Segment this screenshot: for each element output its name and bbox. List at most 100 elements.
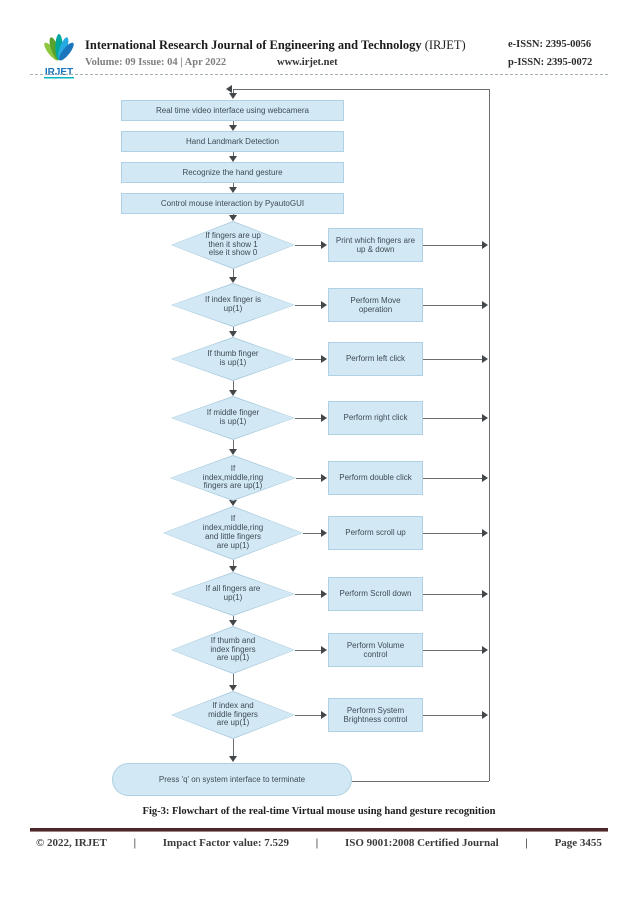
action-box: Perform Volume control	[328, 633, 423, 667]
decision-label: If all fingers are up(1)	[205, 584, 261, 602]
decision-diamond: If index finger is up(1)	[171, 283, 295, 327]
arrowhead-right-icon	[482, 241, 488, 249]
p-issn: p-ISSN: 2395-0072	[508, 57, 593, 68]
footer-separator: |	[133, 837, 137, 849]
connector-line	[233, 616, 234, 621]
journal-title-abbrev: (IRJET)	[421, 38, 466, 52]
arrowhead-down-icon	[229, 331, 237, 337]
arrowhead-right-icon	[321, 590, 327, 598]
journal-title-main: International Research Journal of Engine…	[85, 38, 422, 52]
arrowhead-right-icon	[482, 414, 488, 422]
footer-impact-factor: Impact Factor value: 7.529	[162, 837, 290, 849]
action-box: Perform left click	[328, 342, 423, 376]
decision-diamond: If thumb finger is up(1)	[171, 337, 295, 381]
arrowhead-down-icon	[229, 390, 237, 396]
logo-underline	[44, 77, 74, 79]
arrowhead-down-icon	[229, 156, 237, 162]
volume-issue: Volume: 09 Issue: 04 | Apr 2022	[85, 57, 227, 68]
connector-line	[423, 418, 483, 419]
connector-line	[233, 381, 234, 391]
arrowhead-right-icon	[482, 590, 488, 598]
decision-label: If index and middle fingers are up(1)	[208, 700, 258, 728]
action-box: Perform double click	[328, 461, 423, 495]
connector-line	[303, 533, 322, 534]
connector-line	[233, 183, 234, 188]
connector-line	[295, 418, 322, 419]
connector-line	[233, 739, 234, 757]
logo-text: IRJET	[45, 67, 73, 78]
arrowhead-down-icon	[229, 125, 237, 131]
action-box: Perform right click	[328, 401, 423, 435]
arrowhead-down-icon	[229, 566, 237, 572]
arrowhead-right-icon	[321, 414, 327, 422]
journal-website: www.irjet.net	[277, 57, 338, 68]
connector-line	[423, 533, 483, 534]
arrowhead-right-icon	[321, 474, 327, 482]
process-box: Real time video interface using webcamer…	[121, 100, 344, 121]
feedback-line-vertical	[489, 89, 490, 781]
figure-caption-text: Flowchart of the real-time Virtual mouse…	[172, 806, 496, 817]
decision-diamond: If index and middle fingers are up(1)	[171, 691, 295, 739]
header-divider	[30, 74, 608, 75]
connector-line	[233, 121, 234, 126]
decision-diamond: If all fingers are up(1)	[171, 572, 295, 616]
decision-label: If thumb and index fingers are up(1)	[210, 635, 256, 663]
arrowhead-down-icon	[229, 756, 237, 762]
arrowhead-right-icon	[321, 711, 327, 719]
action-box: Perform Move operation	[328, 288, 423, 322]
action-box: Print which fingers are up & down	[328, 228, 423, 262]
figure-caption: Fig-3: Flowchart of the real-time Virtua…	[0, 806, 638, 817]
decision-diamond: If middle finger is up(1)	[171, 396, 295, 440]
decision-diamond: If index,middle,ring and little fingers …	[163, 506, 303, 560]
decision-diamond: If fingers are up then it show 1 else it…	[171, 221, 295, 269]
arrowhead-down-icon	[229, 500, 237, 506]
connector-line	[233, 269, 234, 278]
connector-line	[233, 674, 234, 686]
decision-label: If index,middle,ring and little fingers …	[202, 514, 264, 550]
connector-line	[233, 327, 234, 332]
arrowhead-right-icon	[482, 301, 488, 309]
footer-copyright: © 2022, IRJET	[36, 837, 107, 849]
connector-line	[423, 359, 483, 360]
connector-line	[423, 478, 483, 479]
arrowhead-right-icon	[321, 646, 327, 654]
arrowhead-right-icon	[321, 529, 327, 537]
arrowhead-down-icon	[229, 449, 237, 455]
connector-line	[423, 715, 483, 716]
action-box: Perform System Brightness control	[328, 698, 423, 732]
arrowhead-right-icon	[482, 711, 488, 719]
footer-separator: |	[525, 837, 528, 849]
arrowhead-down-icon	[229, 277, 237, 283]
arrowhead-right-icon	[482, 474, 488, 482]
decision-label: If thumb finger is up(1)	[207, 349, 259, 367]
decision-label: If index finger is up(1)	[204, 295, 262, 313]
connector-line	[295, 594, 322, 595]
connector-line	[233, 440, 234, 450]
connector-line	[423, 594, 483, 595]
process-box: Hand Landmark Detection	[121, 131, 344, 152]
arrowhead-left-icon	[226, 85, 232, 93]
footer-iso: ISO 9001:2008 Certified Journal	[344, 837, 499, 849]
footer-separator: |	[315, 837, 319, 849]
connector-line	[233, 152, 234, 157]
arrowhead-down-icon	[229, 93, 237, 99]
footer-page-number: Page 3455	[554, 837, 602, 849]
connector-line	[295, 650, 322, 651]
e-issn: e-ISSN: 2395-0056	[508, 39, 592, 50]
feedback-line-top	[233, 89, 489, 90]
arrowhead-down-icon	[229, 620, 237, 626]
logo-leaves	[44, 34, 74, 61]
connector-line	[423, 650, 483, 651]
footer: © 2022, IRJET | Impact Factor value: 7.5…	[36, 837, 602, 849]
decision-label: If fingers are up then it show 1 else it…	[205, 230, 261, 258]
arrowhead-right-icon	[321, 301, 327, 309]
connector-line	[296, 478, 322, 479]
figure-caption-label: Fig-3:	[142, 806, 170, 817]
connector-line	[423, 245, 483, 246]
arrowhead-right-icon	[482, 355, 488, 363]
terminator-shape: Press 'q' on system interface to termina…	[112, 763, 352, 796]
feedback-line-drop	[233, 89, 234, 95]
connector-line	[295, 359, 322, 360]
